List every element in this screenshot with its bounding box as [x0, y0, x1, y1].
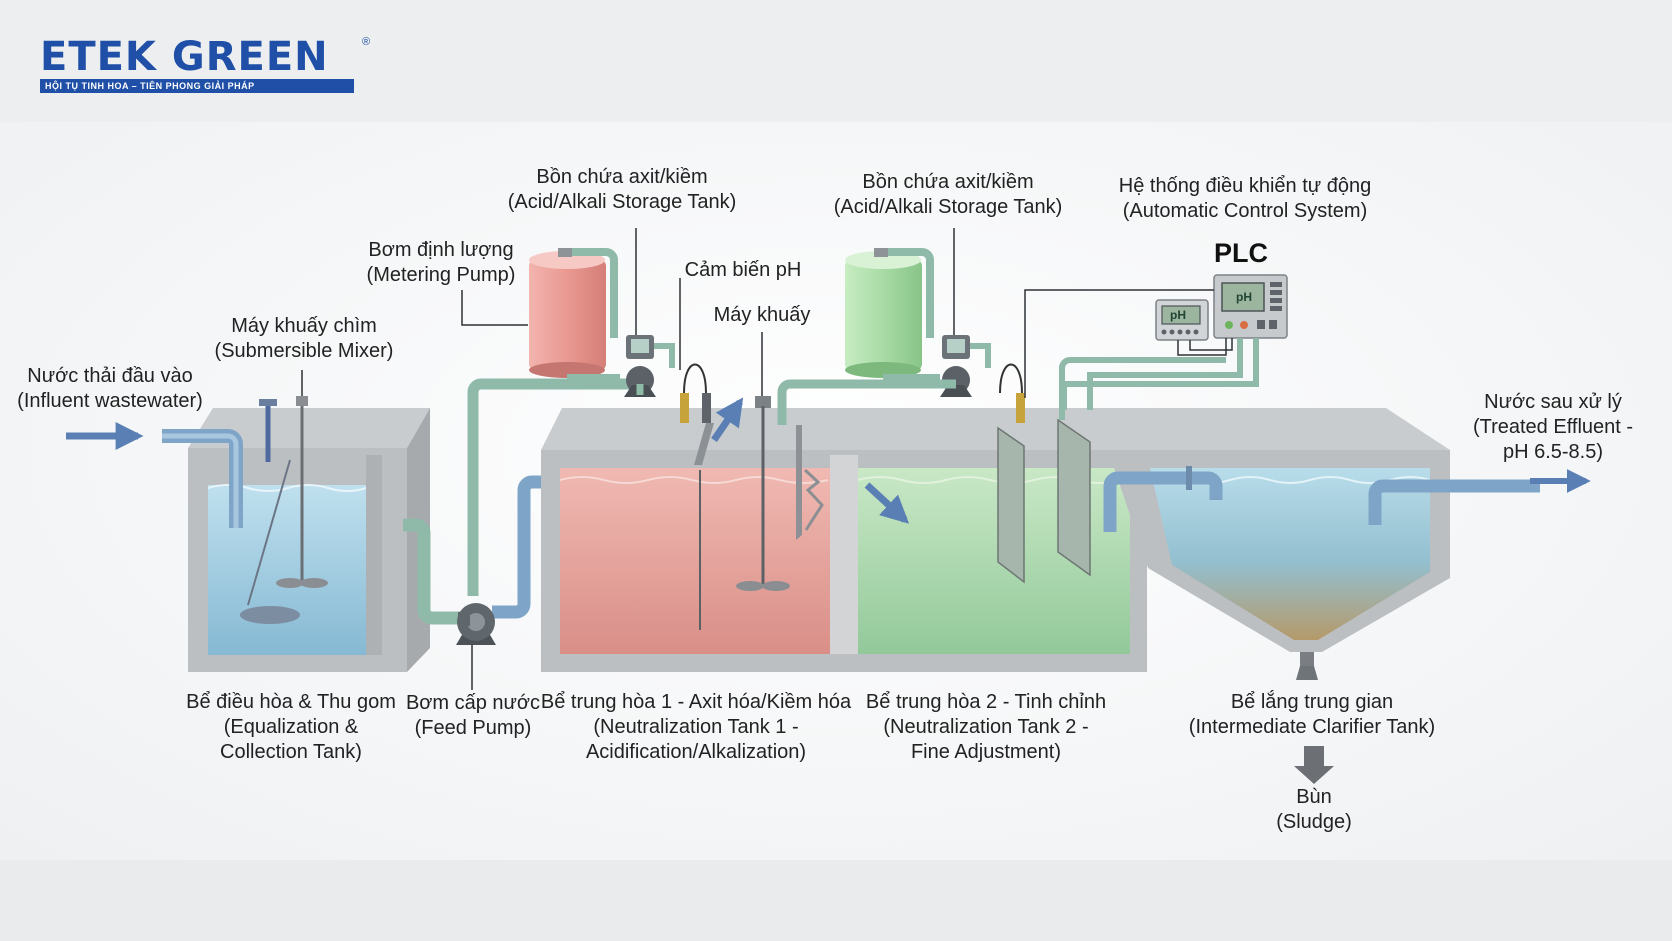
- label-acid-tank-1: Bồn chứa axit/kiềm(Acid/Alkali Storage T…: [507, 166, 737, 213]
- label-plc: PLC: [1214, 238, 1268, 268]
- ph-sensor-1-icon: [680, 363, 714, 465]
- dosing-pipes: [636, 379, 956, 425]
- feed-pump-icon: [456, 603, 496, 645]
- signal-wires: [1024, 289, 1259, 420]
- label-mixer: Máy khuấy: [713, 304, 811, 326]
- clarifier-tank: [1108, 408, 1450, 680]
- flow-arrows: [711, 397, 910, 531]
- influent-pipe: [162, 429, 243, 528]
- registered-mark: ®: [362, 36, 371, 48]
- label-neutralization-tank-1: Bể trung hòa 1 - Axit hóa/Kiềm hóa(Neutr…: [540, 691, 852, 763]
- label-acid-tank-2: Bồn chứa axit/kiềm(Acid/Alkali Storage T…: [833, 171, 1063, 218]
- equalization-tank: [188, 408, 430, 672]
- label-effluent: Nước sau xử lý(Treated Effluent -pH 6.5-…: [1472, 391, 1634, 463]
- label-clarifier-tank: Bể lắng trung gian(Intermediate Clarifie…: [1188, 691, 1436, 738]
- ph-meter-display: pH: [1170, 308, 1186, 322]
- label-control-system: Hệ thống điều khiển tự động(Automatic Co…: [1118, 175, 1372, 222]
- ph-meter-icon: [1155, 299, 1209, 341]
- brand-name: ETEK GREEN: [40, 34, 329, 80]
- acid-tank-1-icon: [529, 248, 620, 382]
- label-equalization-tank: Bể điều hòa & Thu gom(Equalization &Coll…: [186, 691, 396, 763]
- label-neutralization-tank-2: Bể trung hòa 2 - Tinh chỉnh(Neutralizati…: [865, 691, 1107, 763]
- sludge-arrow-icon: [1294, 746, 1334, 784]
- footer-band: [0, 860, 1672, 941]
- acid-tank-2-icon: [845, 248, 940, 382]
- mixer-icon: [699, 396, 790, 630]
- leader-lines: [301, 228, 955, 690]
- label-metering-pump: Bơm định lượng(Metering Pump): [366, 239, 516, 286]
- brand-logo: ETEK GREEN ® HỘI TỤ TINH HOA – TIÊN PHON…: [40, 34, 370, 93]
- neutralization-tanks: [541, 408, 1148, 672]
- submersible-mixer-icon: [240, 396, 328, 624]
- metering-pump-1-icon: [624, 335, 675, 397]
- brand-tagline: HỘI TỤ TINH HOA – TIÊN PHONG GIẢI PHÁP: [40, 79, 354, 93]
- label-submersible-mixer: Máy khuấy chìm(Submersible Mixer): [214, 315, 394, 362]
- plc-display: pH: [1236, 290, 1252, 304]
- label-sludge: Bùn(Sludge): [1276, 786, 1352, 833]
- label-ph-sensor: Cảm biến pH: [684, 259, 802, 281]
- plc-controller-icon: [1213, 274, 1288, 339]
- label-feed-pump: Bơm cấp nước(Feed Pump): [405, 692, 541, 739]
- label-influent: Nước thải đầu vào(Influent wastewater): [17, 365, 203, 412]
- effluent-pipe: [1368, 469, 1591, 525]
- clarifier-inlet-pipe: [1103, 466, 1223, 532]
- ph-sensor-2-icon: [999, 363, 1025, 423]
- header-band: [0, 0, 1672, 122]
- baffle-plates: [796, 418, 1091, 584]
